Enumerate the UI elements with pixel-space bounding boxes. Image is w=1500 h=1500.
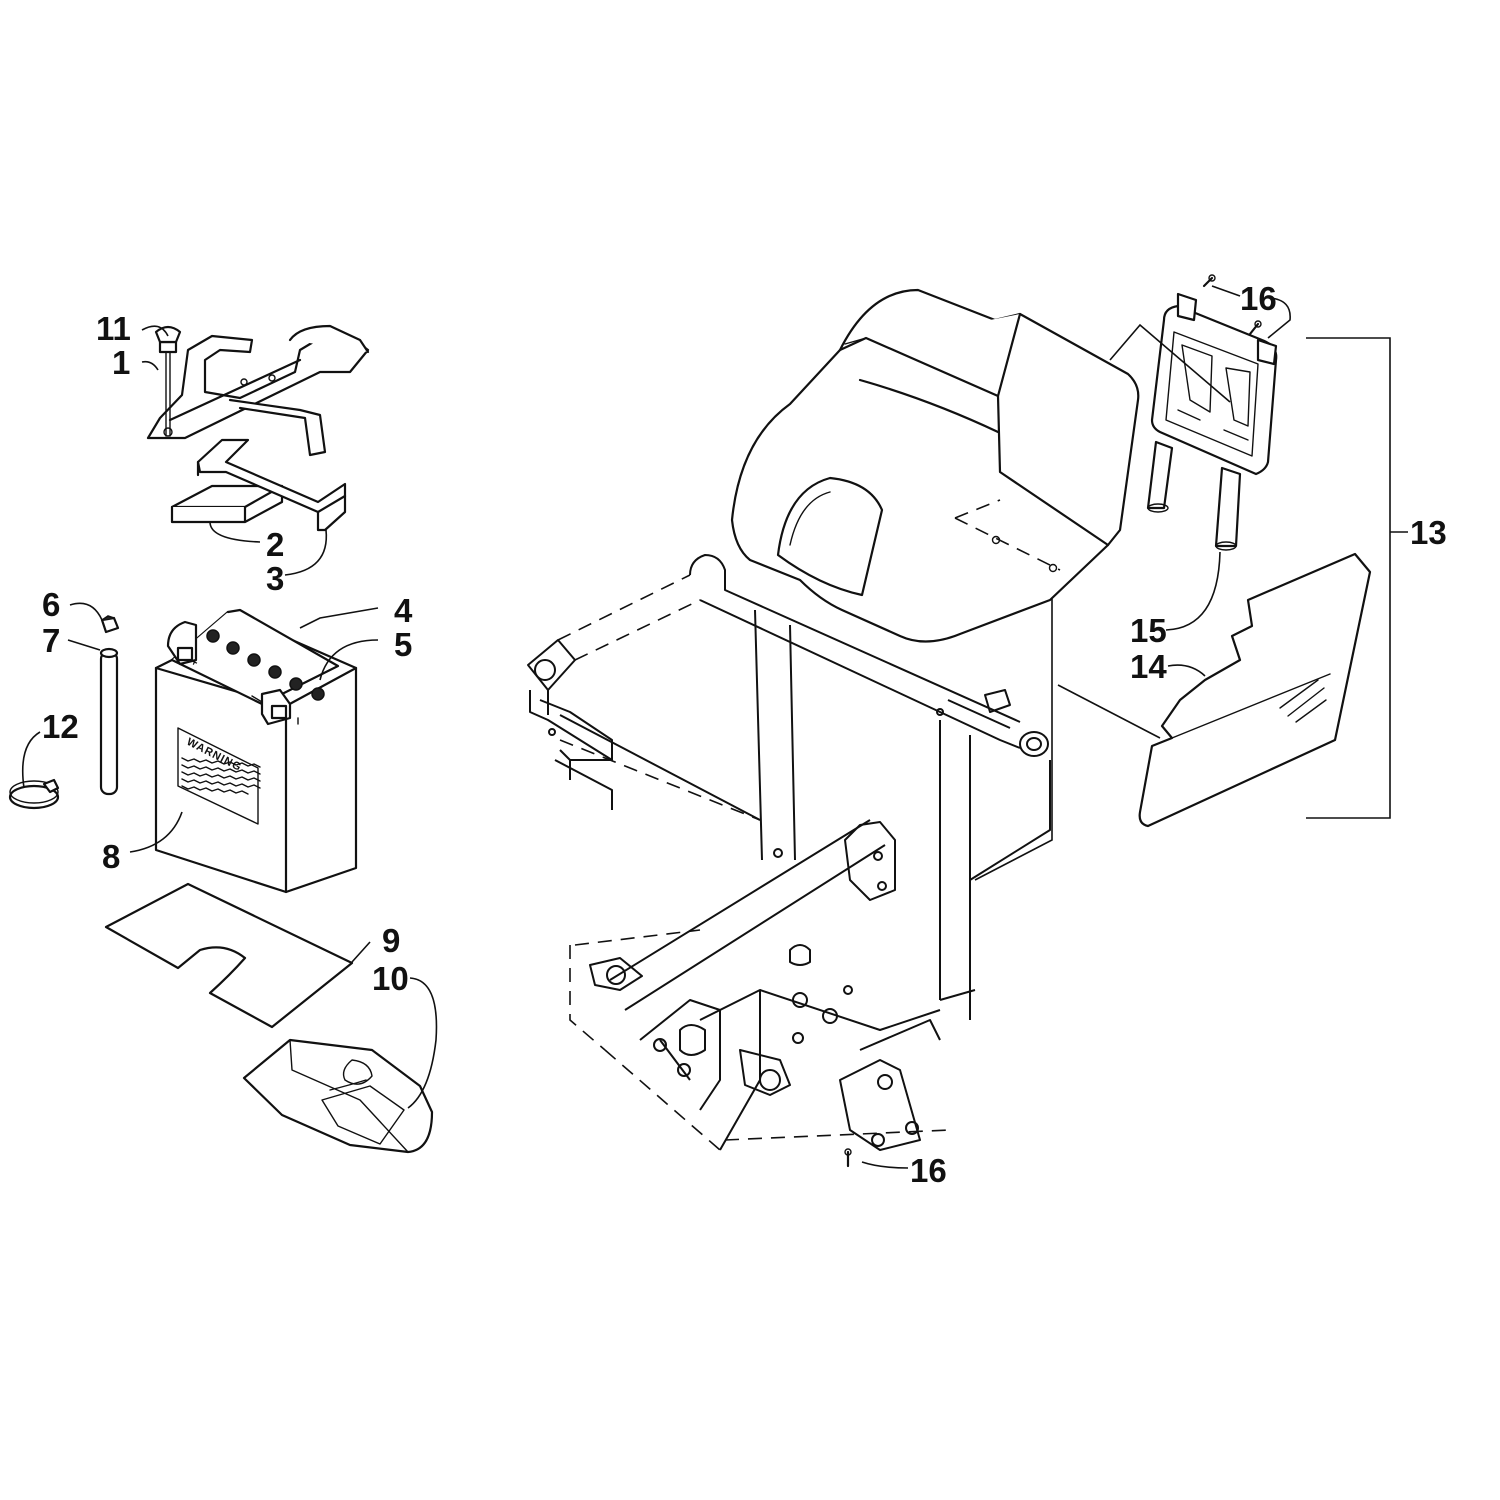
leader-lines	[21, 285, 1408, 1169]
callout-12: 12	[42, 708, 79, 745]
storage-lid	[1146, 292, 1278, 551]
vent-tube	[99, 647, 119, 796]
screw-top-left	[1202, 274, 1216, 288]
callout-14: 14	[1130, 648, 1167, 685]
callout-numbers: 11 1 2 3 4 5 6 7 12 8 9 10 16 13 15 14 1…	[42, 280, 1447, 1189]
tool-pouch	[242, 1038, 434, 1154]
side-panel	[1138, 552, 1372, 828]
callout-1: 1	[112, 344, 130, 381]
callout-4: 4	[394, 592, 413, 629]
battery-pad	[170, 484, 284, 524]
callout-15: 15	[1130, 612, 1167, 649]
callout-16-bottom: 16	[910, 1152, 947, 1189]
callout-9: 9	[382, 922, 400, 959]
callout-11: 11	[96, 310, 131, 347]
hose-clamp	[8, 778, 60, 810]
screw-top-right	[1248, 320, 1262, 336]
callout-13: 13	[1410, 514, 1447, 551]
callout-16-top: 16	[1240, 280, 1277, 317]
callout-10: 10	[372, 960, 409, 997]
screw-bottom	[844, 1148, 852, 1168]
callout-2: 2	[266, 526, 284, 563]
callout-6: 6	[42, 586, 60, 623]
callout-5: 5	[394, 626, 412, 663]
vent-cap	[100, 615, 120, 634]
callout-8: 8	[102, 838, 120, 875]
callout-3: 3	[266, 560, 284, 597]
battery-base-pad	[104, 882, 354, 1029]
callout-7: 7	[42, 622, 60, 659]
atv-frame	[527, 554, 1051, 1151]
storage-box-cover	[730, 288, 1140, 643]
battery-channel	[196, 438, 347, 532]
battery-terminal-sign: +	[189, 656, 201, 670]
battery-hold-down-bracket	[146, 324, 370, 457]
battery: +	[154, 608, 358, 894]
